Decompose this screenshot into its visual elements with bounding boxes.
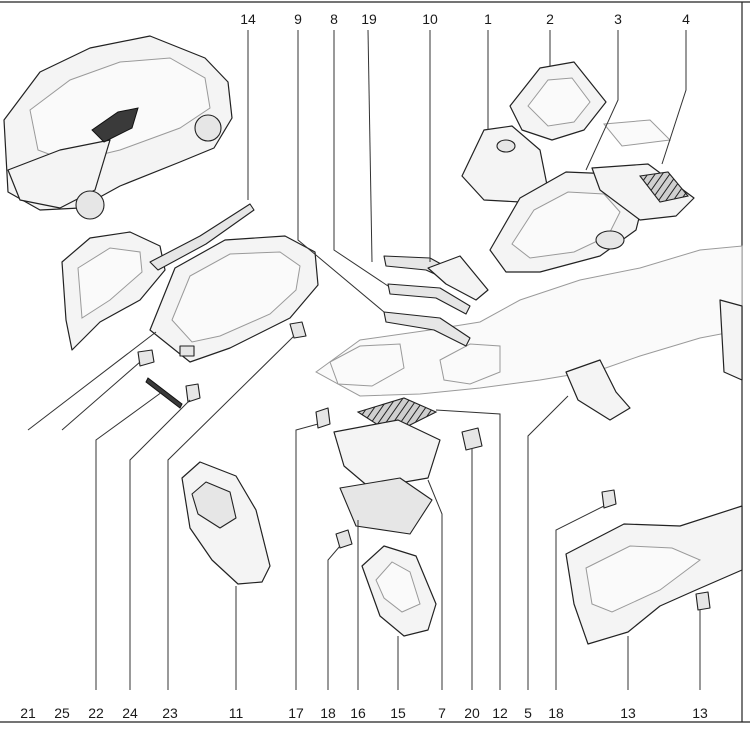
part-13-lower-trim: [565, 489, 743, 645]
callout-3: 3: [614, 11, 622, 27]
callout-2: 2: [546, 11, 554, 27]
callout-18b: 18: [548, 705, 564, 721]
callout-11: 11: [228, 705, 244, 721]
callout-24: 24: [122, 705, 138, 721]
callout-17: 17: [288, 705, 304, 721]
part-5-bracket: [565, 359, 631, 421]
small-fasteners: [137, 321, 307, 409]
callout-15: 15: [390, 705, 406, 721]
callout-1: 1: [484, 11, 492, 27]
inner-bracket-assembly: [315, 397, 483, 549]
callout-4: 4: [682, 11, 690, 27]
callout-18: 18: [320, 705, 336, 721]
part-11-rear-trim: [181, 461, 271, 585]
callout-13: 13: [620, 705, 636, 721]
callout-22: 22: [88, 705, 104, 721]
callout-9: 9: [294, 11, 302, 27]
callout-19: 19: [361, 11, 377, 27]
callout-20: 20: [464, 705, 480, 721]
callout-5: 5: [524, 705, 532, 721]
callout-16: 16: [350, 705, 366, 721]
part-15-lower-bracket: [361, 545, 437, 637]
part-3-console-top: [489, 171, 645, 273]
callout-8: 8: [330, 11, 338, 27]
part-2-gear-surround: [509, 61, 607, 141]
center-console-body: [315, 245, 743, 397]
bracket-stack-9-8-19-10: [383, 255, 489, 347]
part-4-tray-mat: [591, 119, 695, 221]
top-leader-lines: [247, 29, 687, 313]
callout-25: 25: [54, 705, 70, 721]
callout-10: 10: [422, 11, 438, 27]
bottom-leader-lines: [27, 331, 701, 690]
callout-12: 12: [492, 705, 508, 721]
callout-21: 21: [20, 705, 36, 721]
callout-13b: 13: [692, 705, 708, 721]
armrest-lid: [149, 235, 319, 363]
part-1-gear-boot: [461, 125, 549, 203]
callout-7: 7: [438, 705, 446, 721]
part-14-side-trim: [61, 203, 255, 351]
callout-14: 14: [240, 11, 256, 27]
callout-23: 23: [162, 705, 178, 721]
car-overview-sketch: [3, 35, 233, 220]
